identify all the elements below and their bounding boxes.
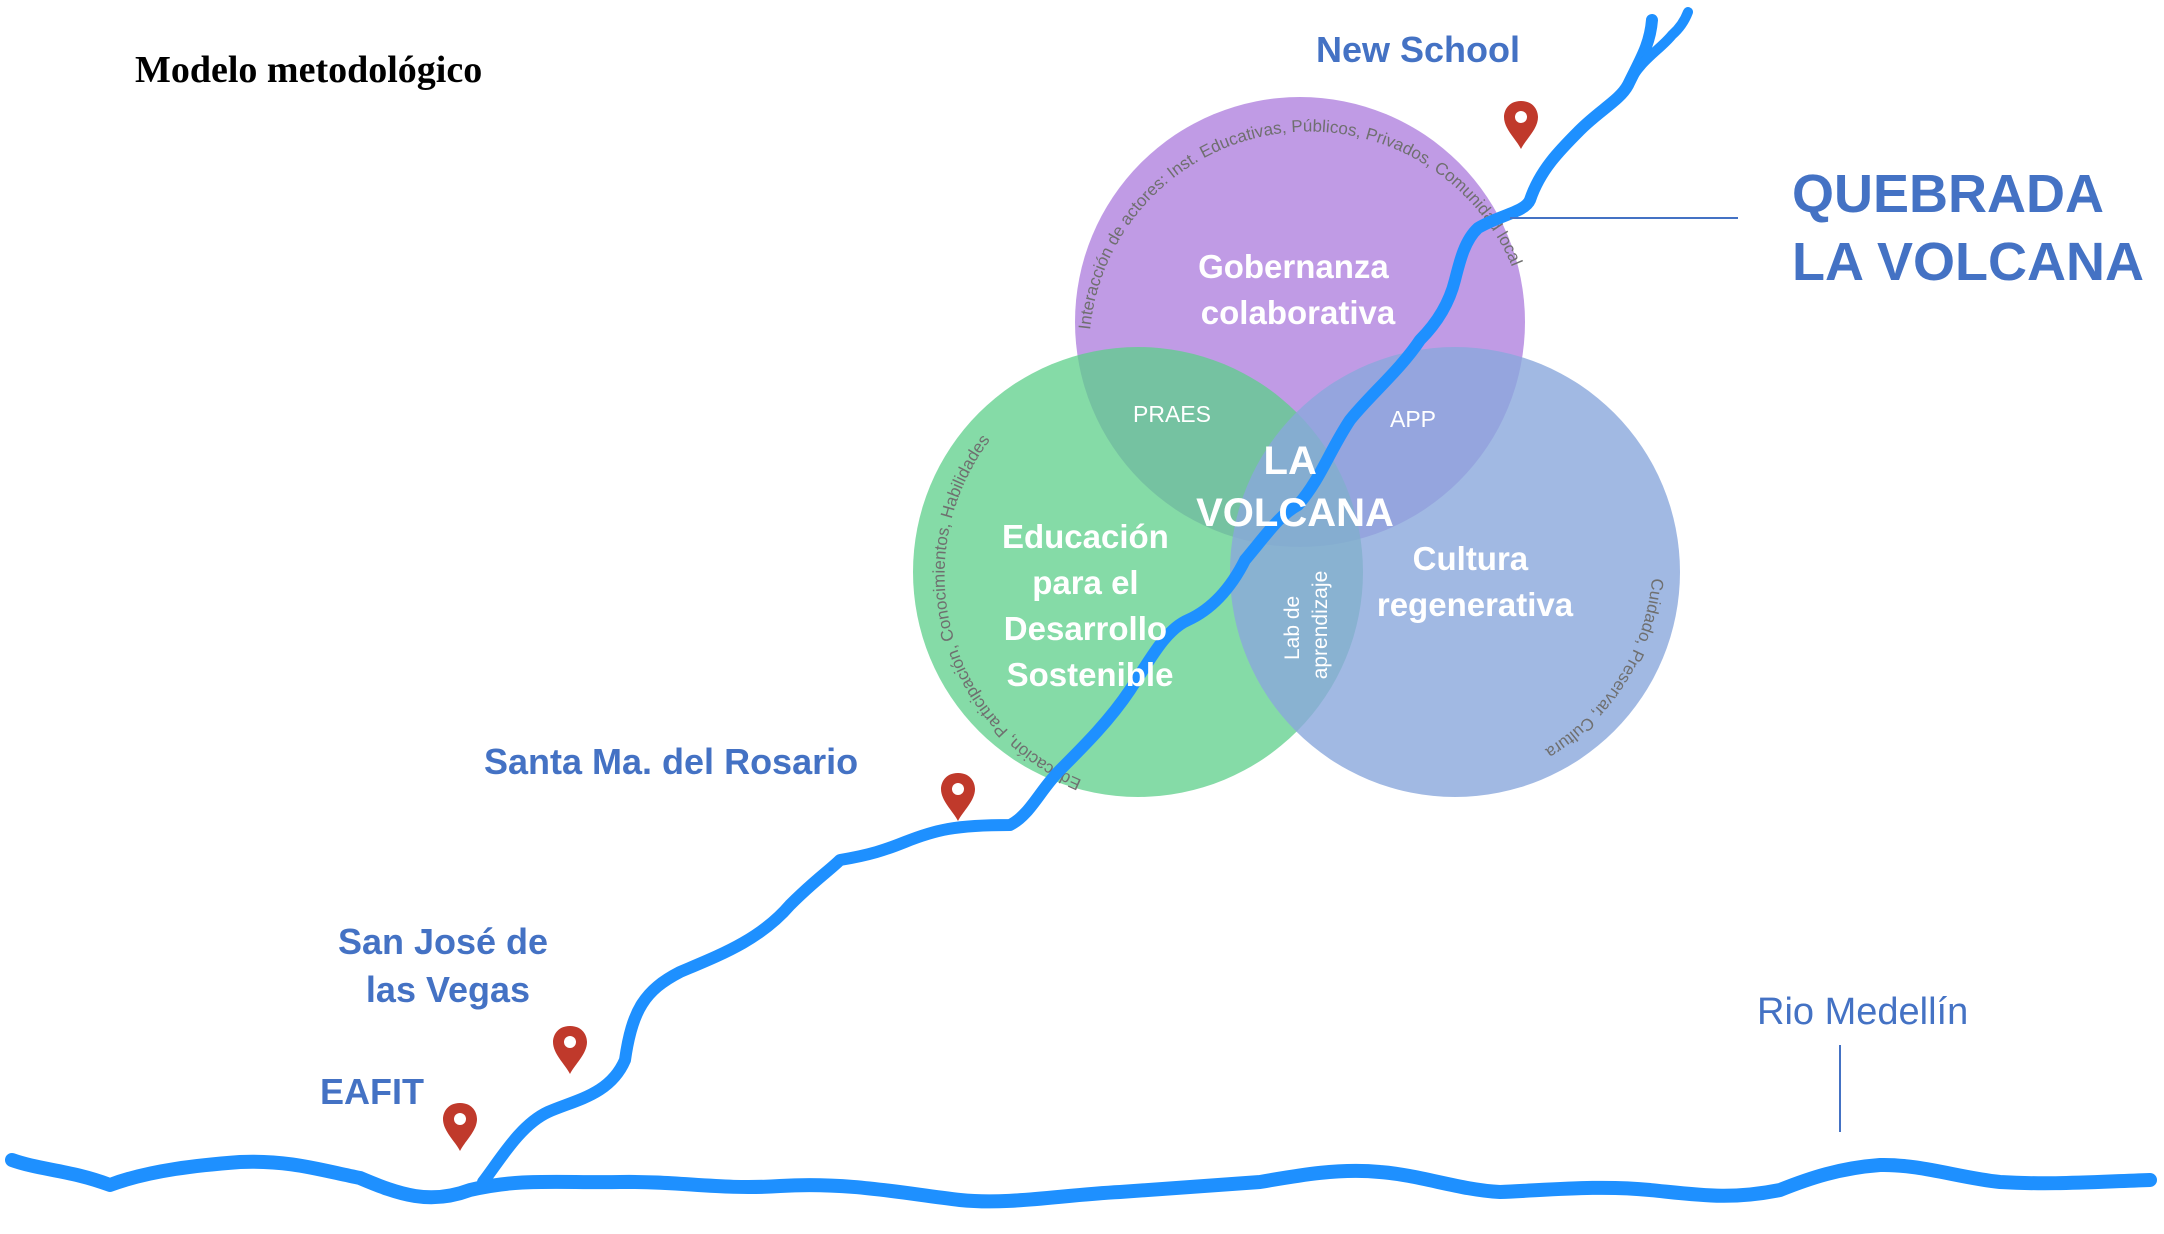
label-lab-line2: aprendizaje [1309, 571, 1332, 680]
page-title: Modelo metodológico [135, 49, 482, 91]
map-pin-icon [553, 1026, 587, 1074]
label-lab-line1: Lab de [1281, 596, 1304, 660]
map-pin-icon [443, 1103, 477, 1151]
label-cultura-line2: regenerativa [1377, 586, 1574, 623]
label-educacion: Educación para el Desarrollo Sostenible [1002, 518, 1178, 693]
svg-text:Lab de aprendizaje: Lab de aprendizaje [1281, 571, 1332, 680]
location-san-jose-line1: San José de [338, 921, 548, 962]
stream-name: QUEBRADA LA VOLCANA [1792, 164, 2144, 292]
stream-branch-line [1623, 7, 1693, 90]
venn-circle-cultura [1230, 347, 1680, 797]
label-center-la-volcana: LA VOLCANA [1196, 439, 1394, 535]
label-center-line2: VOLCANA [1196, 491, 1394, 535]
label-gobernanza: Gobernanza colaborativa [1198, 248, 1398, 331]
location-san-jose: San José de las Vegas [338, 921, 558, 1010]
label-educacion-line2: para el [1032, 564, 1138, 601]
map-pin-icon [941, 773, 975, 821]
label-educacion-line4: Sostenible [1007, 656, 1174, 693]
label-educacion-line3: Desarrollo [1004, 610, 1167, 647]
label-lab-aprendizaje: Lab de aprendizaje [1281, 571, 1332, 680]
map-pin-icon [1504, 101, 1538, 149]
river-medellin-line [5, 1153, 2157, 1209]
label-cultura-line1: Cultura [1413, 540, 1529, 577]
location-eafit: EAFIT [320, 1071, 424, 1112]
label-cultura: Cultura regenerativa [1377, 540, 1574, 623]
location-san-jose-line2: las Vegas [366, 969, 530, 1010]
stream-name-line1: QUEBRADA [1792, 164, 2103, 224]
location-santa-maria: Santa Ma. del Rosario [484, 741, 858, 782]
location-new-school: New School [1316, 29, 1520, 70]
stream-la-volcana-line [477, 14, 1658, 1188]
label-gobernanza-line2: colaborativa [1201, 294, 1396, 331]
label-app: APP [1390, 406, 1436, 432]
river-name: Rio Medellín [1757, 991, 1968, 1033]
venn-circle-educacion [913, 347, 1363, 797]
stream-name-line2: LA VOLCANA [1792, 232, 2144, 292]
label-praes: PRAES [1133, 401, 1211, 427]
label-gobernanza-line1: Gobernanza [1198, 248, 1389, 285]
label-center-line1: LA [1264, 439, 1316, 483]
label-educacion-line1: Educación [1002, 518, 1169, 555]
venn-diagram [913, 97, 1680, 797]
